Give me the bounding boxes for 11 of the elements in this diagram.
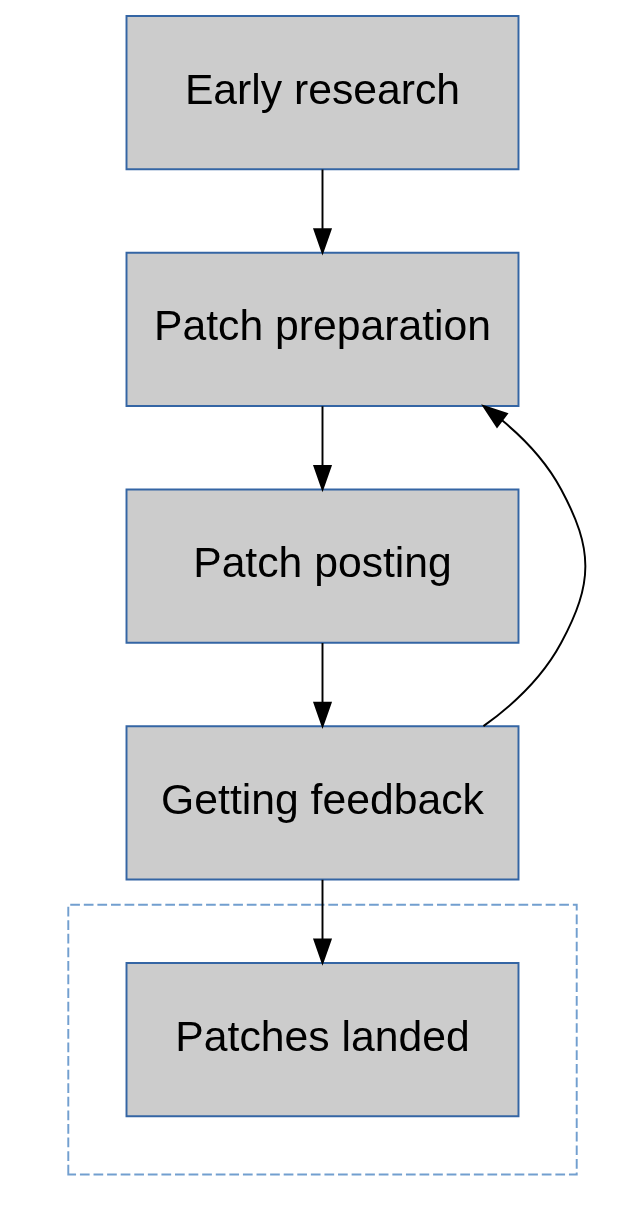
arrow [312, 405, 332, 493]
node-box: Patches landed [125, 962, 519, 1118]
node-box: Early research [125, 15, 519, 171]
arrow [480, 404, 586, 728]
arrow [312, 878, 332, 966]
arrow [312, 168, 332, 256]
node-box: Getting feedback [125, 725, 519, 881]
node-box: Patch preparation [125, 251, 519, 407]
node-box: Patch posting [125, 488, 519, 644]
cluster [66, 903, 578, 1176]
arrow [312, 642, 332, 730]
